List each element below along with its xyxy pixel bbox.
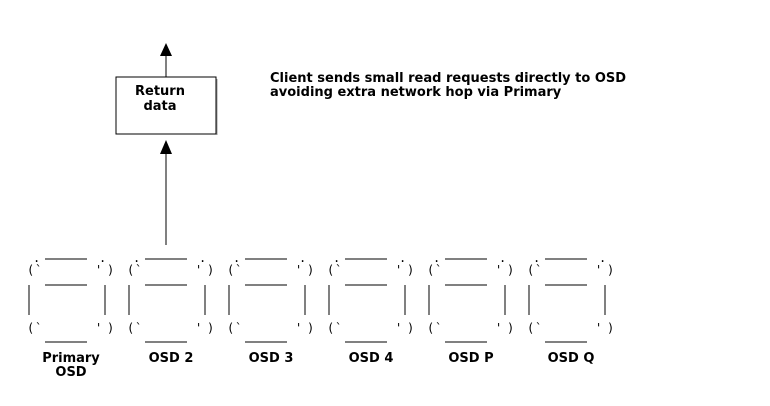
osd-drum-left-paren: ( <box>27 263 34 277</box>
osd-label-line2: OSD <box>55 365 86 380</box>
osd-drum-bottom-right-paren: ) <box>407 321 414 335</box>
osd-drum-bottom-tick-left: ` <box>135 321 142 335</box>
osd-drum-bottom-right-paren: ) <box>107 321 114 335</box>
osd-drum-left-paren: ( <box>327 263 334 277</box>
return-data-box: Return data <box>115 76 218 135</box>
osd-drum-top-dot-right: . <box>499 251 506 265</box>
osd-drum-bottom-left-paren: ( <box>327 321 334 335</box>
osd-drum-bottom-tick-right: ' <box>495 321 502 335</box>
osd-drum-top-dot-left: . <box>333 251 340 265</box>
osd-drum-top-tick-right: ' <box>495 263 502 277</box>
osd-drum-top-dot-left: . <box>533 251 540 265</box>
osd-drum-right-paren: ) <box>207 263 214 277</box>
osd-drum-right-paren: ) <box>407 263 414 277</box>
osd-drum-bottom-left-paren: ( <box>227 321 234 335</box>
osd-drum-bottom-tick-left: ` <box>435 321 442 335</box>
osd-label-line1: OSD Q <box>548 351 595 366</box>
osd-drum-top-tick-left: ` <box>235 263 242 277</box>
osd-drum-bottom-tick-left: ` <box>235 321 242 335</box>
osd-drum-bottom-right-paren: ) <box>607 321 614 335</box>
osd-drum-bottom-left-paren: ( <box>527 321 534 335</box>
osd-drum-top-dot-left: . <box>133 251 140 265</box>
return-data-line1: Return <box>135 84 185 99</box>
osd-drum-top-tick-right: ' <box>95 263 102 277</box>
osd-drum-right-paren: ) <box>307 263 314 277</box>
osd-drum-bottom-tick-right: ' <box>95 321 102 335</box>
osd-drum-bottom-tick-left: ` <box>35 321 42 335</box>
osd-drum-left-paren: ( <box>227 263 234 277</box>
osd-drum-top-dot-right: . <box>299 251 306 265</box>
top-arrowhead <box>160 43 172 56</box>
osd-drum-left-paren: ( <box>127 263 134 277</box>
osd-drum-bottom-right-paren: ) <box>207 321 214 335</box>
osd-drum-bottom-tick-left: ` <box>535 321 542 335</box>
osd-drum-left-paren: ( <box>527 263 534 277</box>
osd-drum-bottom-right-paren: ) <box>507 321 514 335</box>
osd-drum-bottom-left-paren: ( <box>427 321 434 335</box>
osd-drum-left-paren: ( <box>427 263 434 277</box>
osd-drum-top-tick-left: ` <box>335 263 342 277</box>
osd-label-line1: OSD P <box>448 351 493 366</box>
osd-drum-bottom-tick-right: ' <box>195 321 202 335</box>
note-line1: Client sends small read requests directl… <box>270 71 626 86</box>
osd-drum-top-dot-right: . <box>399 251 406 265</box>
osd-drum-bottom-right-paren: ) <box>307 321 314 335</box>
lower-arrowhead <box>160 140 172 154</box>
return-data-box-border <box>115 76 217 135</box>
osd-drum-top-dot-right: . <box>599 251 606 265</box>
osd-label-line1: Primary <box>42 351 100 366</box>
osd-drum-top-tick-right: ' <box>295 263 302 277</box>
osd-drum-bottom-tick-right: ' <box>395 321 402 335</box>
return-data-line2: data <box>143 99 176 114</box>
osd-drum-right-paren: ) <box>107 263 114 277</box>
osd-drum-top-tick-left: ` <box>435 263 442 277</box>
osd-drum-top-dot-right: . <box>99 251 106 265</box>
osd-drum-right-paren: ) <box>607 263 614 277</box>
osd-label-line1: OSD 2 <box>149 351 194 366</box>
osd-drum-top-tick-left: ` <box>135 263 142 277</box>
osd-drum-top-tick-left: ` <box>535 263 542 277</box>
osd-drum-bottom-left-paren: ( <box>27 321 34 335</box>
note-line2: avoiding extra network hop via Primary <box>270 85 562 100</box>
osd-drum-bottom-tick-right: ' <box>595 321 602 335</box>
osd-drum-top-dot-left: . <box>33 251 40 265</box>
osd-drum-bottom-tick-left: ` <box>335 321 342 335</box>
osd-drum-bottom-tick-right: ' <box>295 321 302 335</box>
osd-drum-top-tick-right: ' <box>395 263 402 277</box>
osd-drum-top-dot-right: . <box>199 251 206 265</box>
osd-drum-right-paren: ) <box>507 263 514 277</box>
osd-drum-top-tick-left: ` <box>35 263 42 277</box>
osd-drum-top-dot-left: . <box>233 251 240 265</box>
osd-drum-top-tick-right: ' <box>195 263 202 277</box>
osd-drum-top-tick-right: ' <box>595 263 602 277</box>
osd-drum-bottom-left-paren: ( <box>127 321 134 335</box>
osd-label-line1: OSD 4 <box>349 351 394 366</box>
osd-label-line1: OSD 3 <box>249 351 294 366</box>
osd-drum-top-dot-left: . <box>433 251 440 265</box>
